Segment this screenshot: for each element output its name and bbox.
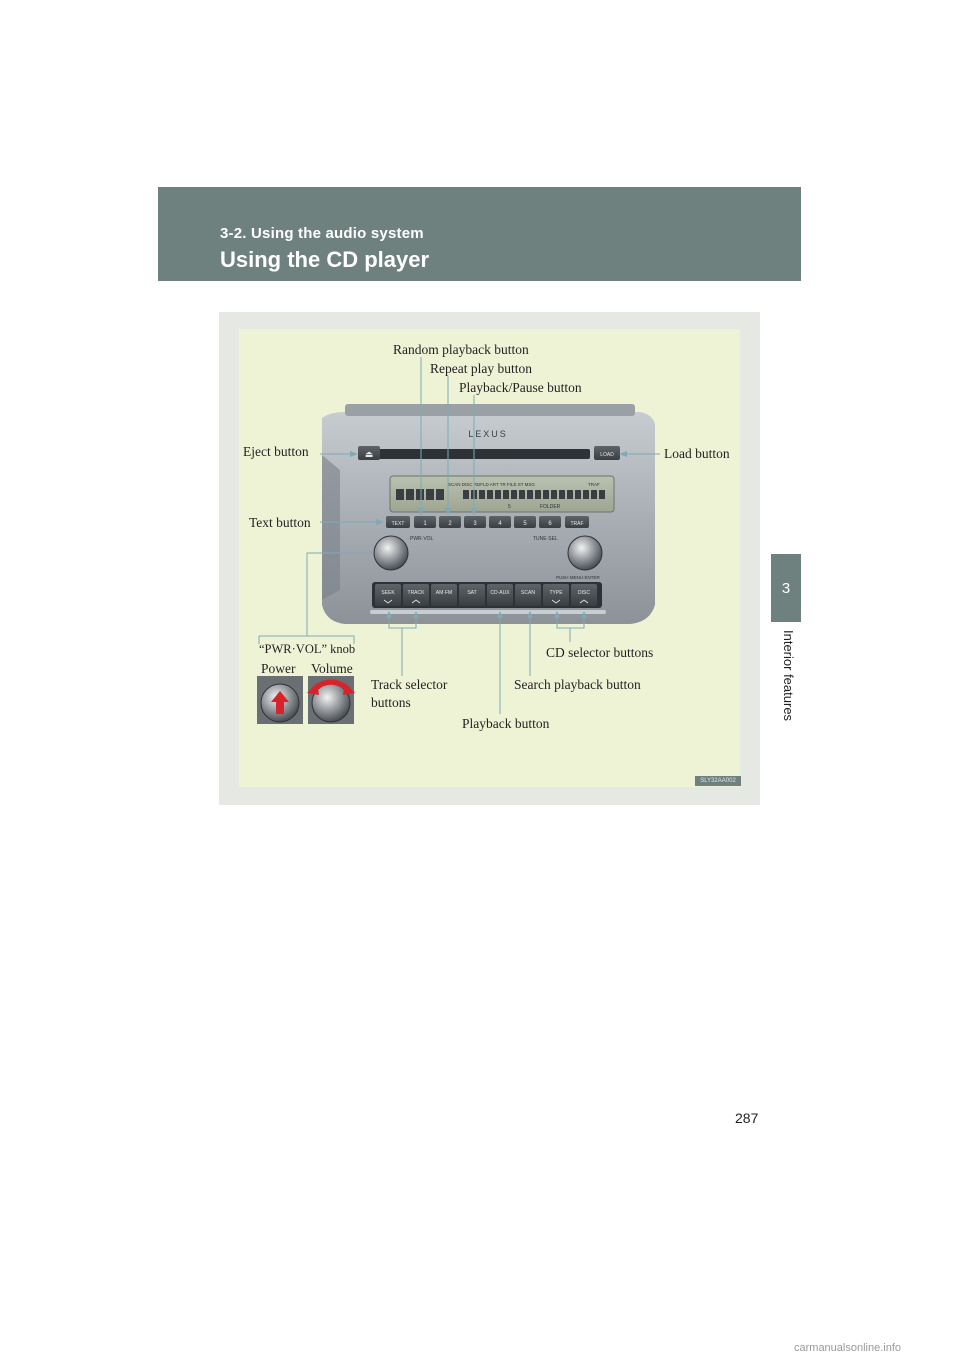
traf-key-label: TRAF: [570, 521, 583, 527]
preset-key-4[interactable]: [489, 516, 511, 528]
callout-cd-selector: CD selector buttons: [546, 645, 654, 660]
console-body: [322, 412, 655, 624]
preset-key-1[interactable]: [414, 516, 436, 528]
press-arrow-icon: [271, 691, 289, 714]
eject-key[interactable]: [358, 446, 380, 460]
section-header: 3-2. Using the audio system Using the CD…: [158, 187, 801, 281]
am-fm-key-label: AM·FM: [436, 590, 452, 596]
am-fm-key[interactable]: [431, 584, 457, 606]
page-title: Using the CD player: [220, 247, 430, 272]
power-inset-photo: [257, 676, 303, 724]
lcd-traf: TRAF: [588, 482, 600, 487]
callout-track-selector: Track selector: [371, 677, 448, 692]
cd-aux-key[interactable]: [487, 584, 513, 606]
section-label: 3-2. Using the audio system: [220, 225, 424, 242]
knob-bracket: [258, 635, 355, 644]
chapter-label: Interior features: [781, 630, 796, 722]
preset-key-4-label: 4: [498, 521, 502, 527]
lcd-segments: [396, 489, 605, 500]
watermark: carmanualsonline.info: [794, 1342, 902, 1354]
preset-row: TEXT 1 2 3 4 5 6 TRAF: [386, 516, 589, 528]
callout-search-playback: Search playback button: [514, 677, 641, 692]
lcd-five: 5: [508, 504, 511, 510]
pwr-vol-knob[interactable]: [373, 535, 409, 571]
type-key[interactable]: [543, 584, 569, 606]
seek-key[interactable]: [375, 584, 401, 606]
seek-key-label: SEEK: [381, 590, 395, 596]
lcd-folder: FOLDER: [540, 504, 561, 510]
callout-pwr-vol-knob: “PWR·VOL” knob: [259, 642, 356, 656]
callout-playback-pause: Playback/Pause button: [459, 380, 582, 395]
cd-slot: [372, 449, 590, 459]
callout-volume: Volume: [311, 661, 353, 676]
track-key-label: TRACK: [408, 590, 426, 596]
figure-code: SLY32AA002: [695, 776, 741, 786]
preset-key-3[interactable]: [464, 516, 486, 528]
preset-key-2[interactable]: [439, 516, 461, 528]
scan-key[interactable]: [515, 584, 541, 606]
preset-key-3-label: 3: [473, 521, 477, 527]
preset-key-6[interactable]: [539, 516, 561, 528]
disc-key[interactable]: [571, 584, 597, 606]
eject-icon: ⏏: [365, 450, 374, 460]
disc-key-label: DISC: [578, 590, 590, 596]
callout-power: Power: [261, 661, 296, 676]
sat-key-label: SAT: [467, 590, 476, 596]
lcd-top-line: SCAN DISC RDFLD ART TR FILE ST MSG: [448, 482, 535, 487]
text-key-label: TEXT: [392, 521, 405, 527]
page-number: 287: [735, 1110, 759, 1126]
push-menu-enter-label: PUSH MENU·ENTER: [556, 575, 601, 580]
callout-playback: Playback button: [462, 716, 550, 731]
preset-key-5-label: 5: [523, 521, 527, 527]
chapter-tab[interactable]: 3: [771, 554, 801, 622]
preset-key-6-label: 6: [548, 521, 552, 527]
tune-sel-label: TUNE·SEL: [533, 536, 558, 542]
scan-key-label: SCAN: [521, 590, 535, 596]
sat-key[interactable]: [459, 584, 485, 606]
chapter-number: 3: [781, 579, 791, 597]
preset-key-5[interactable]: [514, 516, 536, 528]
traf-key[interactable]: [565, 516, 589, 528]
bottom-buttons: SEEK TRACK AM·FM SAT CD·AUX SCAN TYPE DI…: [375, 584, 597, 606]
type-key-label: TYPE: [549, 590, 563, 596]
pwr-vol-label: PWR·VOL: [410, 536, 434, 542]
arrow-icons: [383, 599, 589, 604]
lcd-display: [389, 475, 615, 513]
bottom-lip: [370, 610, 606, 614]
load-key[interactable]: [594, 446, 620, 460]
brand-logo: LEXUS: [468, 429, 508, 439]
top-trim: [345, 404, 635, 416]
cd-aux-key-label: CD·AUX: [490, 590, 510, 596]
preset-key-1-label: 1: [423, 521, 427, 527]
load-key-label: LOAD: [600, 452, 614, 458]
preset-key-2-label: 2: [448, 521, 452, 527]
text-key[interactable]: [386, 516, 410, 528]
callout-text: Text button: [249, 515, 311, 530]
leader-arrowheads: [350, 451, 627, 618]
track-key[interactable]: [403, 584, 429, 606]
leader-lines: [306, 357, 660, 714]
tune-sel-knob[interactable]: [567, 535, 603, 571]
callout-repeat-play: Repeat play button: [430, 361, 532, 376]
volume-inset-photo: [307, 676, 355, 724]
callout-random-playback: Random playback button: [393, 342, 529, 357]
callout-load: Load button: [664, 446, 730, 461]
callout-eject: Eject button: [243, 444, 309, 459]
callout-track-selector-line2: buttons: [371, 695, 411, 710]
